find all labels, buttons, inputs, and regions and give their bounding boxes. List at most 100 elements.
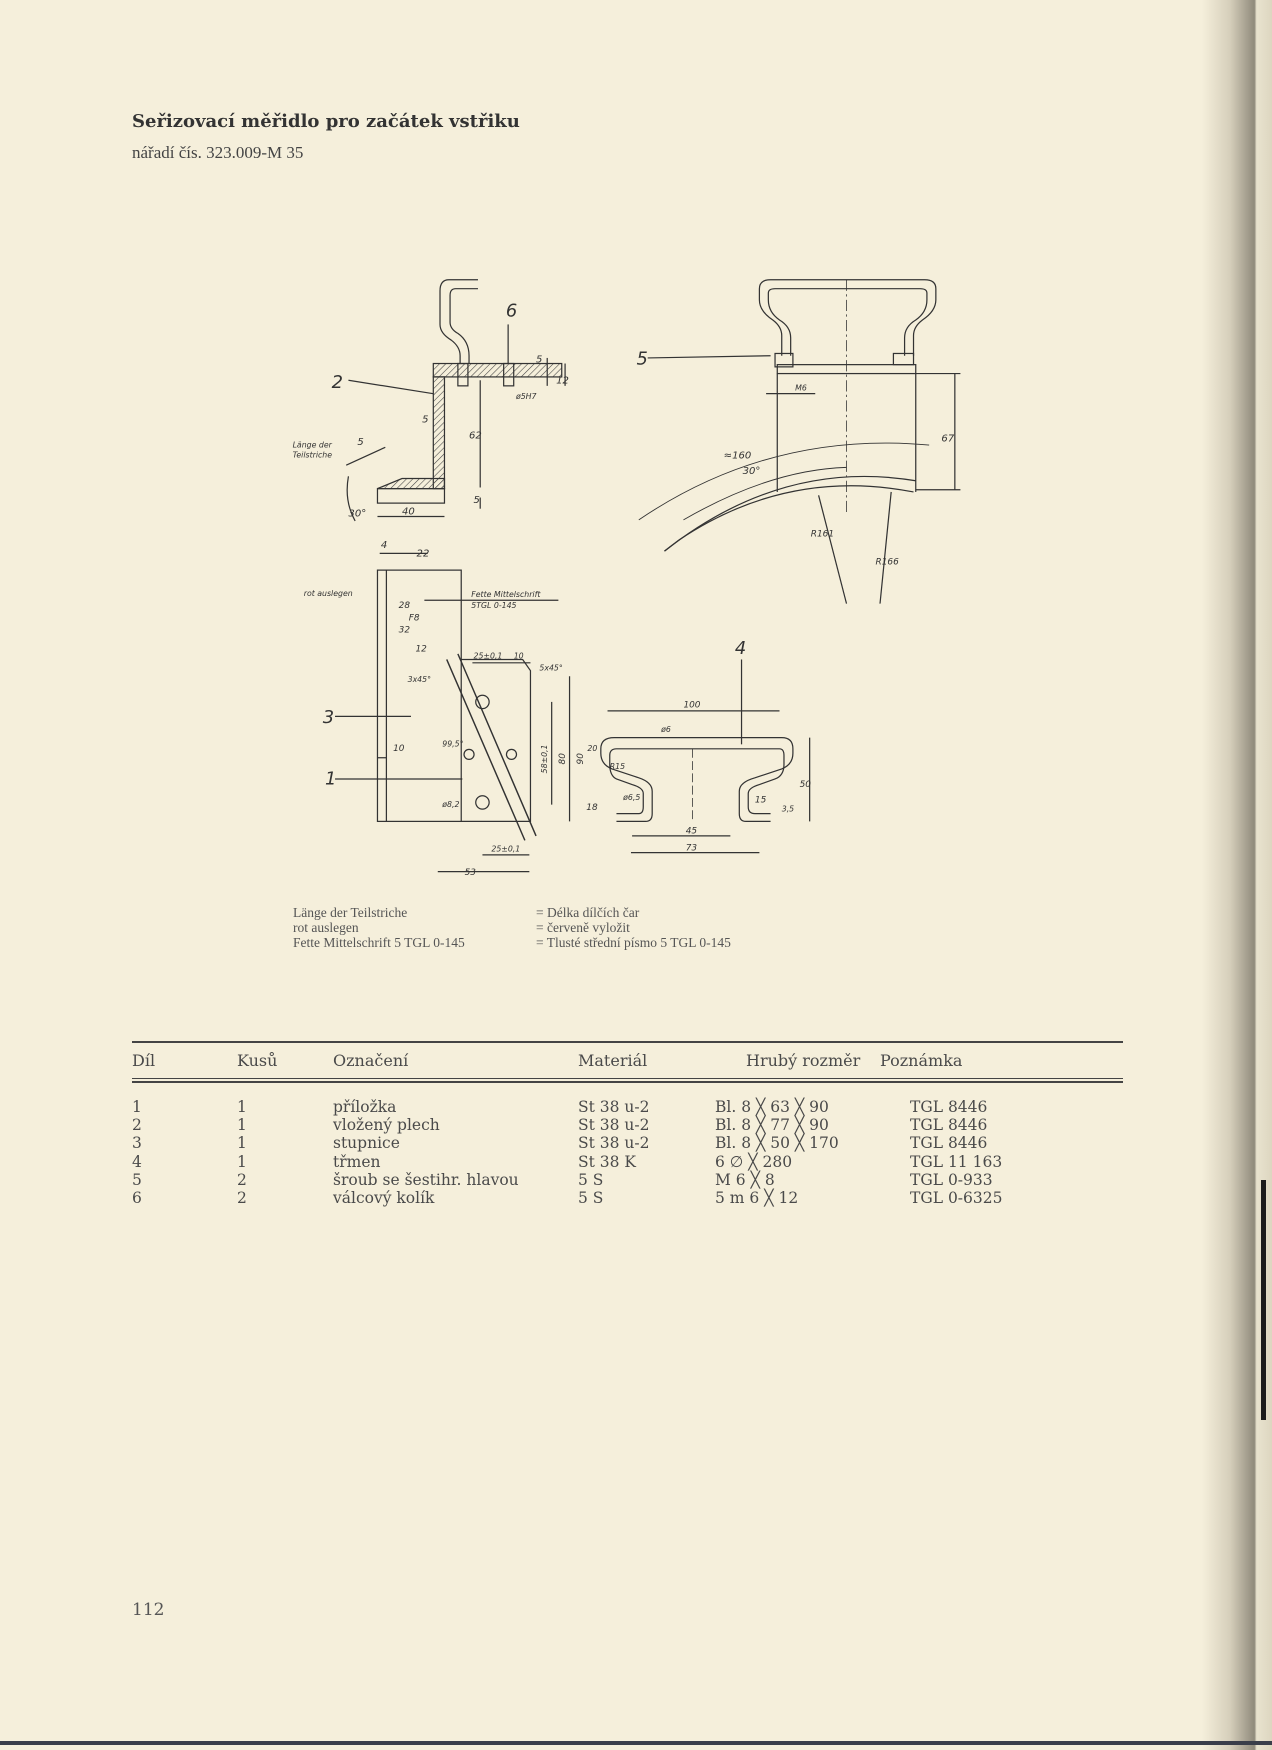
dim-label: 67 <box>941 434 954 445</box>
dim-label: 15 <box>755 795 767 805</box>
cell-material: 5 S <box>578 1170 604 1189</box>
col-header-kusu: Kusů <box>237 1051 278 1070</box>
dim-label: Länge der <box>293 440 333 449</box>
cell-poznamka: TGL 8446 <box>910 1116 988 1135</box>
cell-dil: 2 <box>132 1116 142 1135</box>
legend-de-1: Länge der Teilstriche <box>293 905 408 920</box>
front-view-drawing <box>638 279 961 604</box>
cell-oznaceni: válcový kolík <box>333 1189 435 1207</box>
dim-label: ø8,2 <box>441 800 459 809</box>
dim-label: 40 <box>402 506 415 517</box>
legend-de-3: Fette Mittelschrift 5 TGL 0-145 <box>293 935 465 950</box>
dim-label: 5 <box>536 354 542 365</box>
dim-label: R15 <box>610 762 625 771</box>
dim-label: ø6 <box>660 725 671 734</box>
dim-label: ø5H7 <box>515 392 537 401</box>
dim-label: 30° <box>348 509 366 520</box>
dim-label: R166 <box>876 558 900 568</box>
legend-cz-2: = červeně vyložit <box>536 920 630 935</box>
dim-label: ø6,5 <box>622 793 640 802</box>
cell-poznamka: TGL 0-933 <box>910 1170 993 1189</box>
dim-label: 25±0,1 <box>491 845 520 854</box>
dim-label: Fette Mittelschrift <box>471 590 541 599</box>
cell-hruby-rozmer: Bl. 8 ╳ 50 ╳ 170 <box>715 1134 839 1153</box>
cell-material: St 38 K <box>578 1152 637 1171</box>
cell-dil: 3 <box>132 1134 142 1153</box>
dim-label: 50 <box>800 780 812 790</box>
cell-dil: 1 <box>132 1098 142 1116</box>
cell-material: 5 S <box>578 1189 604 1207</box>
dim-label: 62 <box>469 430 482 441</box>
cell-hruby-rozmer: Bl. 8 ╳ 77 ╳ 90 <box>715 1116 829 1135</box>
dim-label: 100 <box>683 700 700 710</box>
dim-label: 32 <box>399 626 411 636</box>
dim-label: 73 <box>686 843 698 853</box>
dim-label: 5 <box>474 495 480 506</box>
part-label-6: 6 <box>506 301 517 322</box>
col-header-material: Materiál <box>578 1051 648 1070</box>
part-label-1: 1 <box>325 769 336 790</box>
col-header-hruby-rozmer: Hrubý rozměr <box>746 1051 861 1070</box>
dim-label: 12 <box>415 645 427 655</box>
header-rule <box>132 1078 1123 1079</box>
dim-label: Teilstriche <box>293 450 333 459</box>
cell-hruby-rozmer: 6 ∅ ╳ 280 <box>715 1152 793 1171</box>
page-number: 112 <box>132 1600 165 1620</box>
dim-label: 28 <box>399 601 411 611</box>
dim-label: 22 <box>417 549 430 560</box>
dim-label: 80 <box>558 753 568 765</box>
cell-kusu: 2 <box>237 1189 247 1207</box>
dim-label: 5 <box>357 437 363 448</box>
cell-material: St 38 u-2 <box>578 1098 650 1116</box>
dim-label: 20 <box>587 744 597 753</box>
stirrup-drawing <box>600 659 811 854</box>
part-label-2: 2 <box>332 372 343 393</box>
legend-cz-1: = Délka dílčích čar <box>536 905 640 920</box>
col-header-poznamka: Poznámka <box>880 1051 963 1070</box>
tool-number: nářadí čís. 323.009-M 35 <box>132 143 304 162</box>
cell-hruby-rozmer: 5 m 6 ╳ 12 <box>715 1189 799 1207</box>
dim-label: R161 <box>811 530 834 540</box>
cell-kusu: 1 <box>237 1134 247 1153</box>
legend-de-2: rot auslegen <box>293 920 359 935</box>
cell-material: St 38 u-2 <box>578 1116 650 1135</box>
dim-label: 12 <box>556 376 569 387</box>
dim-label: 45 <box>686 827 698 837</box>
part-label-5: 5 <box>637 349 648 370</box>
dim-label: rot auslegen <box>304 589 353 598</box>
dim-label: 30° <box>743 466 761 477</box>
dim-label: 5 <box>422 415 428 426</box>
table-top-rule <box>132 1041 1123 1043</box>
cell-poznamka: TGL 0-6325 <box>910 1189 1003 1207</box>
dim-label: 18 <box>586 803 598 813</box>
cell-oznaceni: šroub se šestihr. hlavou <box>333 1170 519 1189</box>
cell-hruby-rozmer: M 6 ╳ 8 <box>715 1170 775 1189</box>
dim-label: 5x45° <box>539 664 562 673</box>
dim-label: 10 <box>393 744 405 754</box>
cell-oznaceni: příložka <box>333 1098 397 1116</box>
binding-strip <box>1261 1180 1266 1420</box>
page-title: Seřizovací měřidlo pro začátek vstřiku <box>132 111 520 132</box>
cell-kusu: 2 <box>237 1170 247 1189</box>
dim-label: 53 <box>465 868 477 878</box>
dim-label: 10 <box>514 651 524 660</box>
part-label-4: 4 <box>735 638 746 659</box>
dim-label: ≈160 <box>724 450 752 461</box>
header-rule <box>132 1081 1123 1083</box>
dim-label: 5TGL 0-145 <box>471 601 516 610</box>
dim-label: 90 <box>576 753 586 765</box>
binding-shadow <box>1202 0 1272 1750</box>
cell-oznaceni: stupnice <box>333 1134 400 1153</box>
col-header-dil: Díl <box>132 1051 156 1070</box>
dim-label: 4 <box>381 540 387 551</box>
dim-label: 25±0,1 <box>474 651 503 660</box>
cell-dil: 6 <box>132 1189 142 1207</box>
cell-kusu: 1 <box>237 1116 247 1135</box>
cell-material: St 38 u-2 <box>578 1134 650 1153</box>
cell-poznamka: TGL 8446 <box>910 1098 988 1116</box>
cell-dil: 5 <box>132 1170 142 1189</box>
scan-edge <box>0 1741 1272 1745</box>
cell-poznamka: TGL 11 163 <box>910 1152 1003 1171</box>
cell-oznaceni: vložený plech <box>333 1116 440 1135</box>
